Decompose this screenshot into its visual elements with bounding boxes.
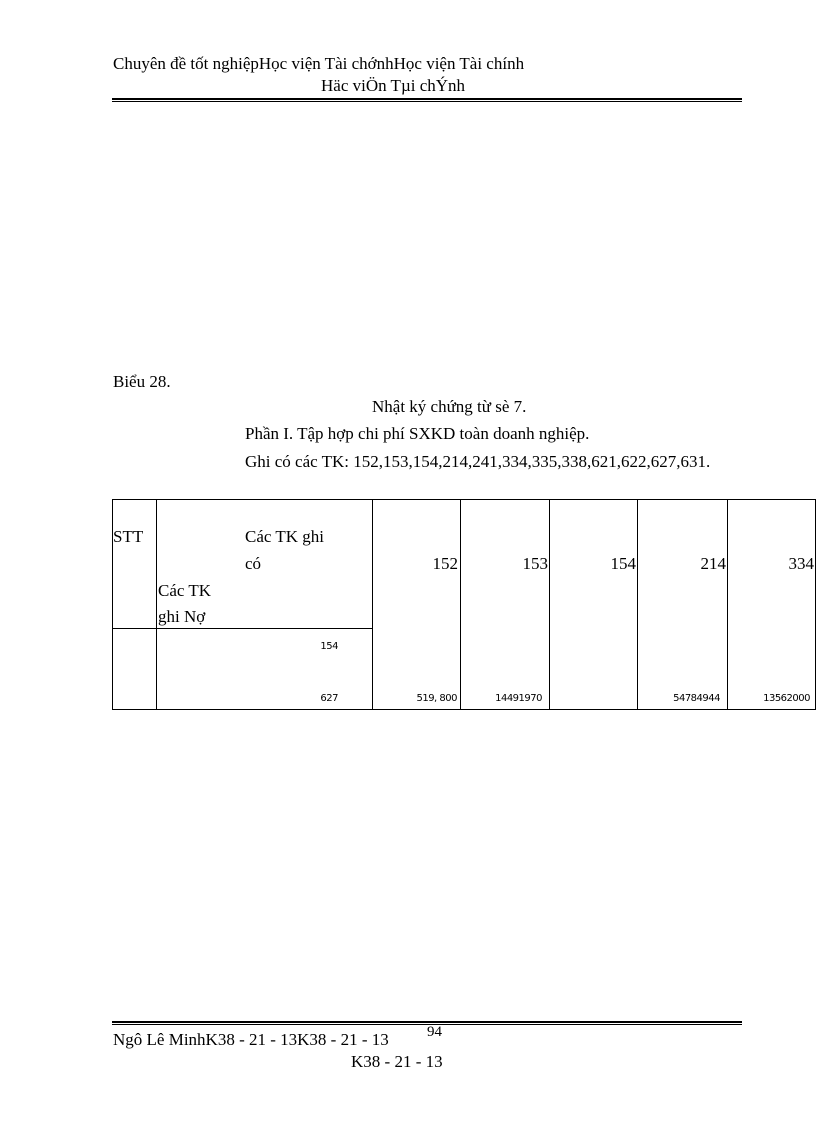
document-subtitle: Phần I. Tập hợp chi phí SXKD toàn doanh … [245, 424, 590, 443]
table-border-top [112, 499, 816, 500]
debit-header: Các TK [158, 581, 212, 600]
col-divider [156, 499, 157, 710]
table-header-divider [112, 628, 373, 629]
debit-account-627: 627 [320, 693, 338, 704]
col-divider [372, 499, 373, 710]
credit-header-cont: có [245, 554, 262, 573]
table-border-left [112, 499, 113, 710]
credit-header: Các TK ghi [245, 527, 325, 546]
column-header-153: 153 [522, 554, 549, 573]
page-number: 94 [427, 1024, 442, 1040]
debit-account-154: 154 [320, 641, 338, 652]
journal-table: STT Các TK ghi có Các TK ghi Nợ 152 153 … [112, 499, 816, 710]
table-border-bottom [112, 709, 816, 710]
cell-627-152: 519, 800 [416, 693, 457, 704]
col-divider [637, 499, 638, 710]
running-header-line1: Chuyên đề tốt nghiệpHọc viện Tài chớnhHọ… [113, 54, 525, 73]
figure-label: Biểu 28. [113, 372, 171, 391]
column-header-334: 334 [788, 554, 815, 573]
cell-627-334: 13562000 [763, 693, 810, 704]
header-divider [112, 98, 742, 102]
col-divider [549, 499, 550, 710]
footer-author: Ngô Lê MinhK38 - 21 - 13K38 - 21 - 13 [113, 1030, 389, 1049]
column-header-214: 214 [700, 554, 727, 573]
document-title: Nhật ký chứng từ sè 7. [372, 397, 527, 416]
credit-accounts-line: Ghi có các TK: 152,153,154,214,241,334,3… [245, 452, 711, 471]
col-divider [460, 499, 461, 710]
col-divider [727, 499, 728, 710]
column-header-154: 154 [610, 554, 637, 573]
stt-header: STT [113, 527, 144, 546]
footer-class-code: K38 - 21 - 13 [351, 1052, 443, 1071]
footer-divider [112, 1021, 742, 1025]
running-header-line2: Häc viÖn Tµi chÝnh [321, 76, 466, 95]
cell-627-153: 14491970 [495, 693, 542, 704]
cell-627-214: 54784944 [673, 693, 720, 704]
debit-header-cont: ghi Nợ [158, 607, 206, 626]
column-header-152: 152 [432, 554, 459, 573]
